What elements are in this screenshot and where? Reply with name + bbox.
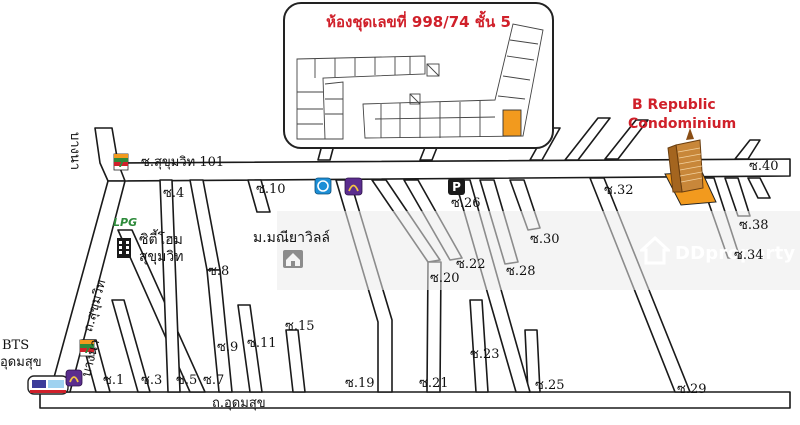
bts-label-line2: อุดมสุข — [0, 355, 42, 370]
soi-label-26: ซ.26 — [451, 196, 481, 211]
road-soi-9 — [206, 269, 233, 393]
soi-label-5: ซ.5 — [176, 373, 198, 388]
floor-plan-inset: ห้องชุดเลขที่ 998/74 ชั้น 5 — [283, 2, 554, 149]
svg-text:7: 7 — [84, 345, 91, 356]
bts-train-icon — [27, 375, 69, 395]
seven-eleven-icon-top: 7 — [113, 153, 129, 171]
condo-name-line2: Condominium — [628, 116, 737, 132]
soi-label-21: ซ.21 — [419, 376, 449, 391]
ddproperty-house-icon — [640, 236, 670, 265]
office-building-icon — [117, 238, 131, 258]
soi-label-19: ซ.19 — [345, 376, 375, 391]
road-label-udomsuk: ถ.อุดมสุข — [212, 396, 266, 411]
soi-label-20: ซ.20 — [430, 271, 460, 286]
road-label-sukhumvit-101: ซ.สุขุมวิท 101 — [141, 155, 225, 170]
soi-label-28: ซ.28 — [506, 264, 536, 279]
soi-label-10: ซ.10 — [256, 182, 286, 197]
seven-eleven-icon-bottom: 7 — [79, 339, 95, 357]
soi-label-29: ซ.29 — [677, 382, 707, 397]
soi-label-38: ซ.38 — [739, 218, 769, 233]
soi-label-40: ซ.40 — [749, 159, 779, 174]
road-soi-3 — [111, 299, 151, 393]
soi-label-8: ซ.8 — [208, 264, 230, 279]
road-soi-23 — [469, 299, 489, 393]
road-soi-10 — [247, 179, 271, 213]
bank-icon-2 — [344, 177, 363, 196]
road-soi-11 — [237, 304, 263, 393]
soi-label-15: ซ.15 — [285, 319, 315, 334]
road-soi-15 — [285, 329, 306, 393]
road-soi-4 — [159, 179, 181, 393]
watermark-band — [277, 211, 800, 290]
road-soi-8 — [189, 179, 221, 271]
soi-label-7: ซ.7 — [203, 373, 225, 388]
office-label-line1: ซิตี้โฮม — [139, 232, 183, 248]
soi-label-9: ซ.9 — [217, 340, 239, 355]
lpg-label: LPG — [113, 216, 138, 229]
svg-text:7: 7 — [118, 159, 125, 170]
svg-text:P: P — [452, 180, 461, 194]
soi-label-4: ซ.4 — [163, 186, 185, 201]
soi-label-30: ซ.30 — [530, 232, 560, 247]
floor-plan-drawing — [296, 23, 544, 140]
university-label: ม.มณียาวิลล์ — [253, 230, 330, 246]
road-label-bangna-top: บางนา — [67, 132, 82, 171]
highlighted-unit — [502, 109, 522, 137]
condo-tower-icon — [667, 128, 704, 193]
road-stub-5 — [604, 119, 649, 160]
soi-label-23: ซ.23 — [470, 347, 500, 362]
bank-icon-1 — [314, 177, 332, 195]
soi-label-3: ซ.3 — [141, 373, 163, 388]
soi-label-11: ซ.11 — [247, 336, 277, 351]
ddproperty-brand-text: DDproperty — [675, 243, 796, 264]
soi-label-32: ซ.32 — [604, 183, 634, 198]
soi-label-34: ซ.34 — [734, 248, 764, 263]
floor-plan-title: ห้องชุดเลขที่ 998/74 ชั้น 5 — [326, 13, 511, 31]
bts-label-line1: BTS — [2, 338, 30, 353]
soi-label-1: ซ.1 — [103, 373, 125, 388]
soi-label-22: ซ.22 — [456, 257, 486, 272]
bank-icon-3 — [65, 369, 83, 387]
road-sukhumvit — [49, 180, 126, 393]
road-stub-6 — [734, 139, 761, 160]
condo-name-line1: B Republic — [632, 97, 716, 113]
parking-icon: P — [448, 178, 465, 195]
road-soi-40 — [747, 177, 771, 199]
soi-label-25: ซ.25 — [535, 378, 565, 393]
office-label-line2: สุขุมวิท — [139, 249, 184, 265]
road-soi-25 — [524, 329, 541, 393]
road-stub-4 — [564, 117, 611, 161]
